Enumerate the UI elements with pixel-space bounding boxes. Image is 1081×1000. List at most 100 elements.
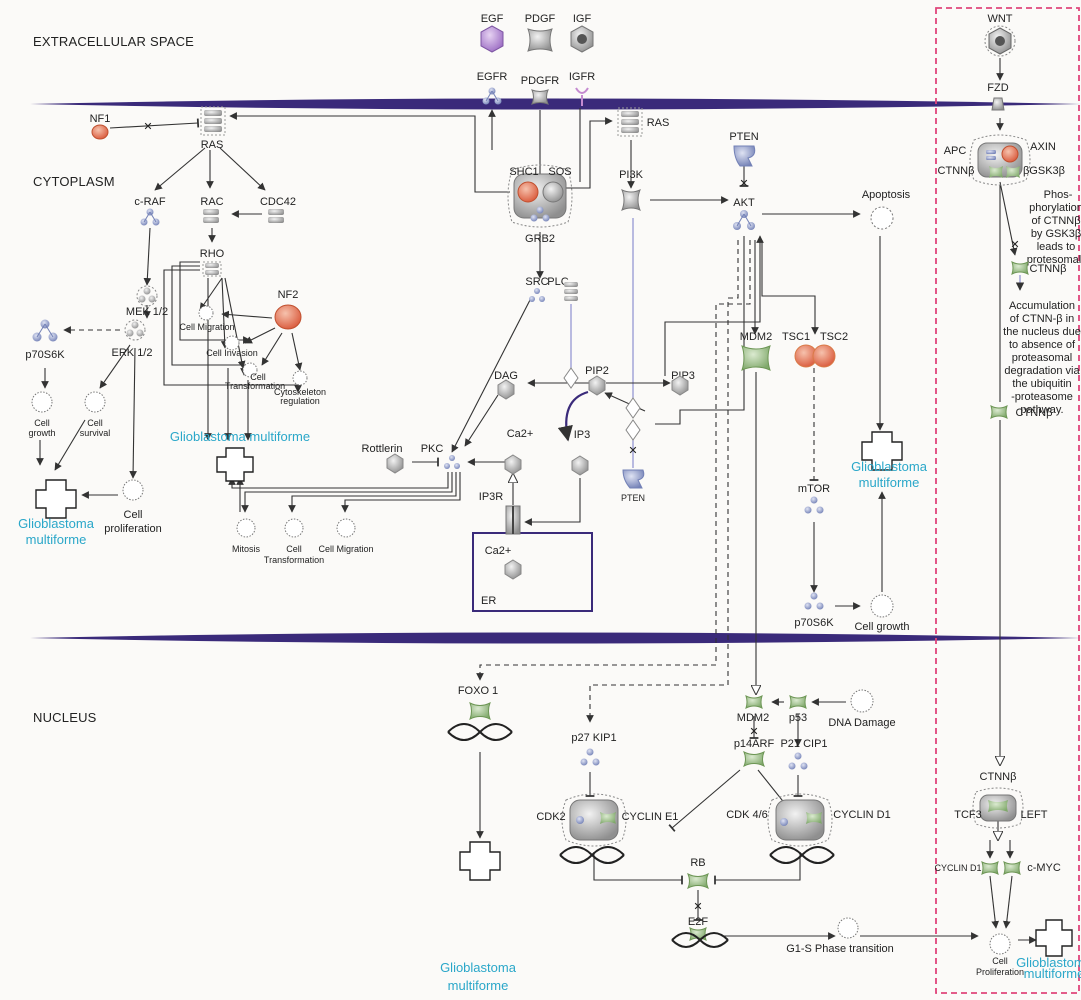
outcome-gbm-wnt: Glioblastoma multiforme <box>1016 919 1081 981</box>
region-label-cytoplasm: CYTOPLASM <box>33 174 115 189</box>
outcome-gbm-bottom: Glioblastoma multiforme <box>440 841 517 993</box>
svg-text:RAC: RAC <box>200 196 223 208</box>
svg-text:mTOR: mTOR <box>798 483 830 495</box>
svg-text:MDM2: MDM2 <box>737 712 769 724</box>
svg-text:protesomal: protesomal <box>1027 254 1081 266</box>
svg-text:✕: ✕ <box>693 901 702 913</box>
nuclear-membrane <box>30 632 1081 644</box>
svg-text:TCF3: TCF3 <box>954 809 982 821</box>
svg-text:PDGF: PDGF <box>525 13 556 25</box>
svg-text:CDC42: CDC42 <box>260 196 296 208</box>
svg-text:p53: p53 <box>789 712 807 724</box>
node-tsc-complex: TSC1 TSC2 <box>782 331 848 368</box>
node-nf1: NF1 <box>90 113 110 140</box>
svg-text:MDM2: MDM2 <box>740 331 772 343</box>
node-rottlerin: Rottlerin <box>362 443 404 474</box>
node-wnt: WNT <box>984 13 1016 57</box>
svg-text:✕: ✕ <box>749 726 758 738</box>
process-mitosis: Mitosis <box>232 518 261 554</box>
svg-text:Glioblastoma: Glioblastoma <box>18 516 95 531</box>
svg-text:proliferation: proliferation <box>104 523 161 535</box>
svg-text:to absence of: to absence of <box>1009 339 1076 351</box>
svg-text:RAS: RAS <box>201 139 224 151</box>
svg-text:CTNNβ: CTNNβ <box>1030 263 1067 275</box>
svg-text:IP3: IP3 <box>574 429 591 441</box>
svg-text:EGFR: EGFR <box>477 71 508 83</box>
svg-text:P21 CIP1: P21 CIP1 <box>780 738 827 750</box>
svg-text:✕: ✕ <box>628 445 637 457</box>
svg-text:the nucleus due: the nucleus due <box>1003 326 1081 338</box>
svg-text:Transformation: Transformation <box>264 555 324 565</box>
svg-text:proteasomal: proteasomal <box>1012 352 1073 364</box>
node-p53: p53 <box>789 695 807 724</box>
svg-text:G1-S Phase transition: G1-S Phase transition <box>786 943 894 955</box>
node-pdgfr: PDGFR <box>521 75 559 105</box>
svg-text:Rottlerin: Rottlerin <box>362 443 403 455</box>
process-cell-migration-2: Cell Migration <box>318 518 374 554</box>
svg-text:IGFR: IGFR <box>569 71 595 83</box>
node-p27: p27 KIP1 <box>571 732 617 766</box>
svg-text:RHO: RHO <box>200 248 225 260</box>
svg-text:CYCLIN D1: CYCLIN D1 <box>934 863 981 873</box>
svg-text:degradation via: degradation via <box>1004 365 1080 377</box>
node-p70s6k-right: p70S6K <box>794 592 834 629</box>
svg-text:ERK 1/2: ERK 1/2 <box>112 347 153 359</box>
node-pip3: PIP3 <box>625 370 695 419</box>
svg-text:PI3K: PI3K <box>619 169 644 181</box>
svg-text:Cell: Cell <box>250 372 266 382</box>
node-ip3r: IP3R <box>479 491 521 535</box>
node-tcf-complex: CTNNβ TCF3 LEFT <box>954 771 1048 829</box>
svg-text:multiforme: multiforme <box>859 475 920 490</box>
svg-text:PKC: PKC <box>421 443 444 455</box>
node-mdm2-cyto: MDM2 <box>740 331 772 371</box>
svg-text:CTNNβ: CTNNβ <box>1016 407 1053 419</box>
node-ras-left: RAS <box>200 106 226 151</box>
svg-text:Cell: Cell <box>34 418 50 428</box>
node-cdk46-cyclin-d1: CDK 4/6 CYCLIN D1 <box>726 793 891 864</box>
process-cell-invasion: Cell Invasion <box>206 335 258 358</box>
svg-text:SHC1: SHC1 <box>509 166 538 178</box>
svg-text:RB: RB <box>690 857 705 869</box>
plasma-membrane <box>30 98 1081 110</box>
node-pten-top: PTEN <box>729 131 759 167</box>
process-cell-migration-1: Cell Migration <box>179 305 235 332</box>
region-label-extracellular: EXTRACELLULAR SPACE <box>33 34 194 49</box>
node-ca-cyto: Ca2+ <box>504 428 533 475</box>
svg-text:TSC1: TSC1 <box>782 331 810 343</box>
svg-text:WNT: WNT <box>987 13 1012 25</box>
svg-text:DNA Damage: DNA Damage <box>828 717 895 729</box>
svg-text:survival: survival <box>80 428 111 438</box>
node-mek: MEK 1/2 <box>126 285 168 318</box>
svg-text:CDK 4/6: CDK 4/6 <box>726 809 768 821</box>
er-label: ER <box>481 595 496 607</box>
svg-text:of CTNNβ: of CTNNβ <box>1031 215 1080 227</box>
node-rho: RHO <box>200 248 225 277</box>
svg-text:Cytoskeleton: Cytoskeleton <box>274 387 326 397</box>
process-dna-damage: DNA Damage <box>828 689 896 729</box>
region-label-nucleus: NUCLEUS <box>33 710 97 725</box>
svg-text:Cell: Cell <box>124 509 143 521</box>
er-compartment <box>472 532 593 612</box>
svg-text:Mitosis: Mitosis <box>232 544 261 554</box>
svg-text:CYCLIN D1: CYCLIN D1 <box>833 809 890 821</box>
process-cell-transformation-2: Cell Transformation <box>264 518 324 565</box>
node-destruction-complex: APC AXIN CTNNβ βGSK3β <box>938 134 1065 186</box>
node-fzd: FZD <box>987 82 1009 111</box>
svg-text:DAG: DAG <box>494 370 518 382</box>
svg-text:LEFT: LEFT <box>1021 809 1048 821</box>
node-pip2: PIP2 <box>563 365 609 396</box>
svg-text:EGF: EGF <box>481 13 504 25</box>
svg-text:p70S6K: p70S6K <box>794 617 834 629</box>
node-cmyc: c-MYC <box>1003 861 1061 875</box>
node-shc1-sos-grb2-complex: SHC1 SOS GRB2 <box>507 164 573 245</box>
svg-text:APC: APC <box>944 145 967 157</box>
svg-text:Apoptosis: Apoptosis <box>862 189 911 201</box>
node-rb: RB <box>687 857 709 890</box>
node-pdgf: PDGF <box>525 13 556 52</box>
svg-text:Glioblastoma: Glioblastoma <box>851 459 928 474</box>
node-egf: EGF <box>480 13 504 53</box>
process-cell-growth-right: Cell growth <box>854 594 910 633</box>
svg-text:Transformation: Transformation <box>225 381 285 391</box>
node-rac: RAC <box>200 196 224 223</box>
wnt-accumulation-note: Accumulation of CTNN-β in the nucleus du… <box>1003 300 1081 416</box>
